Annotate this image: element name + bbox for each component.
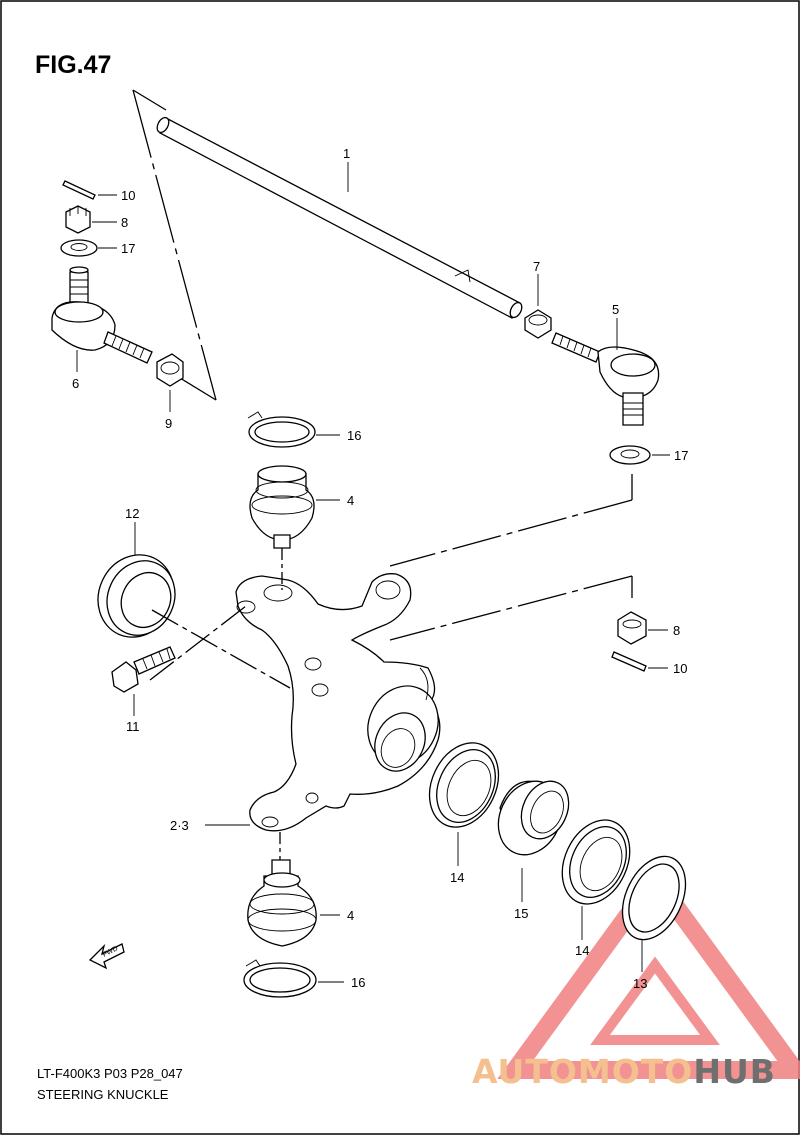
part-16-circlip-upper [247,411,316,448]
part-17-washer [60,239,98,257]
part-6-tie-rod-end [51,266,153,364]
part-8-castle-nut [65,205,91,234]
callout-4-lower: 4 [347,908,354,923]
part-10-cotter-pin-right [611,651,647,672]
assembly-line [151,609,291,689]
part-11-bolt [111,646,176,693]
assembly-line [149,605,247,681]
fwd-arrow-icon: FWD [88,943,125,970]
callout-15: 15 [514,906,528,921]
part-2-3-steering-knuckle [235,573,441,832]
part-4-ball-joint-upper [249,465,315,549]
watermark-text-a: AUTOMOTO [472,1052,693,1091]
callout-14: 14 [450,870,464,885]
callout-2-3: 2·3 [170,818,189,833]
callout-12: 12 [125,506,139,521]
part-14-oil-seal [428,742,500,828]
callout-17-right: 17 [674,448,688,463]
part-5-tie-rod-end [551,332,660,426]
callout-1: 1 [343,146,350,161]
assembly-line [389,575,633,641]
tie-rod-bracket-line [132,89,167,111]
watermark-inner-triangle-icon [590,956,720,1045]
part-17-washer-right [609,445,651,465]
part-7-nut [524,309,552,339]
part-10-cotter-pin [62,180,96,200]
part-16-circlip-lower [243,959,317,998]
callout-9: 9 [165,416,172,431]
callout-4: 4 [347,493,354,508]
figure-title: FIG.47 [35,51,111,79]
part-4-ball-joint-lower [247,859,317,947]
callout-11: 11 [126,719,140,734]
assembly-line [389,499,633,567]
part-13-circlip [621,855,687,941]
part-8-castle-nut-right [617,611,647,645]
part-9-nut [156,353,184,387]
part-12-oil-seal [97,554,176,638]
callout-8-right: 8 [673,623,680,638]
watermark-text-b: HUB [693,1052,776,1091]
part-15-bearing [497,780,570,856]
footer-code: LT-F400K3 P03 P28_047 [37,1066,183,1081]
callout-6: 6 [72,376,79,391]
callout-8: 8 [121,215,128,230]
callout-16-lower: 16 [351,975,365,990]
watermark-text: AUTOMOTOHUB [472,1052,776,1091]
callout-16: 16 [347,428,361,443]
callout-17: 17 [121,241,135,256]
part-14-oil-seal-right [561,819,631,905]
callout-7: 7 [533,259,540,274]
callout-10: 10 [121,188,135,203]
part-1-tie-rod [156,116,523,319]
tie-rod-bracket-line [132,89,217,401]
callout-leaders [76,162,670,983]
callout-5: 5 [612,302,619,317]
watermark-logo [497,862,800,1079]
footer-name: STEERING KNUCKLE [37,1087,169,1102]
tie-rod-bracket-line [179,377,217,401]
callout-14-right: 14 [575,943,589,958]
watermark-triangle-icon [497,862,800,1079]
callout-13: 13 [633,976,647,991]
callout-10-right: 10 [673,661,687,676]
